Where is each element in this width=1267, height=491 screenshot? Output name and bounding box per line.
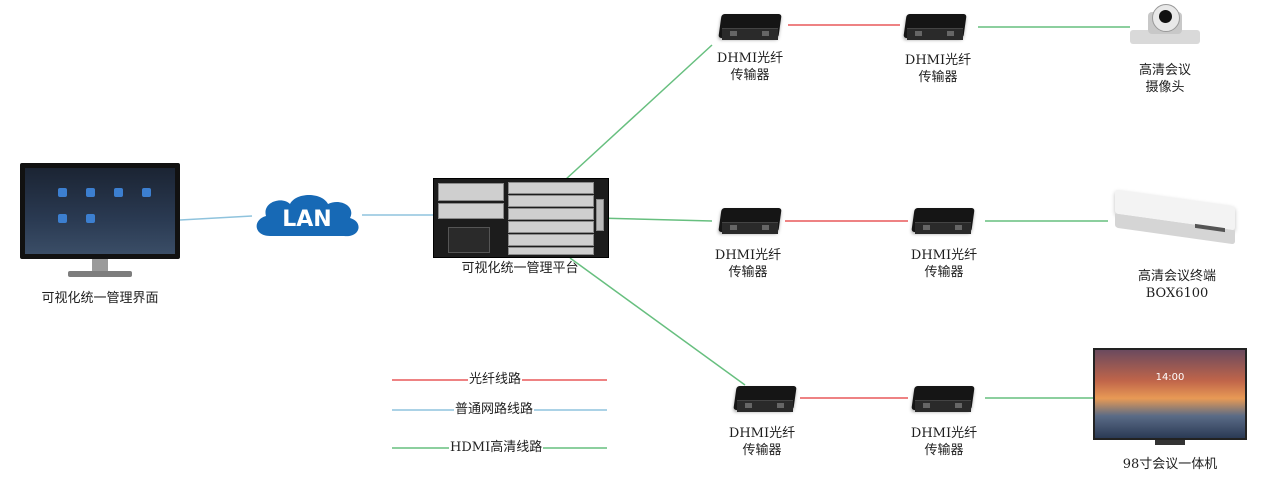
hdmi-line-platform-tx5	[569, 257, 746, 386]
transmitter-icon	[716, 202, 784, 236]
transmitter-label-line2: 传输器	[924, 443, 964, 458]
camera-label-line1: 高清会议	[1138, 63, 1191, 78]
monitor-label: 可视化统一管理界面	[41, 291, 159, 306]
network-line-monitor-lan	[179, 215, 253, 221]
monitor-icon	[20, 163, 180, 279]
transmitter-label: DHMI光纤传输器	[714, 425, 810, 459]
lan-label: LAN	[282, 207, 332, 232]
transmitter-label-line2: 传输器	[728, 265, 768, 280]
transmitter-label-line2: 传输器	[924, 265, 964, 280]
transmitter-label: DHMI光纤传输器	[890, 52, 986, 86]
transmitter-label-line1: DHMI光纤	[728, 426, 796, 441]
interactive-display-icon: 14:00	[1093, 348, 1247, 446]
camera-label-line2: 摄像头	[1145, 80, 1185, 95]
terminal-label-line2: BOX6100	[1145, 286, 1209, 301]
legend-network-label: 普通网路线路	[454, 402, 535, 418]
transmitter-label-line2: 传输器	[918, 70, 958, 85]
chassis-icon	[433, 178, 609, 258]
transmitter-label-line1: DHMI光纤	[910, 248, 978, 263]
transmitter-label-line1: DHMI光纤	[910, 426, 978, 441]
ptz-camera-icon	[1130, 4, 1202, 48]
transmitter-icon	[909, 380, 977, 414]
transmitter-label-line2: 传输器	[730, 68, 770, 83]
terminal-label: 高清会议终端 BOX6100	[1112, 268, 1242, 302]
transmitter-label: DHMI光纤传输器	[896, 425, 992, 459]
hdmi-line-platform-tx1	[564, 44, 713, 181]
transmitter-label: DHMI光纤传输器	[702, 50, 798, 84]
video-terminal-icon	[1115, 189, 1239, 248]
transmitter-icon	[901, 8, 969, 42]
transmitter-icon	[716, 8, 784, 42]
legend-fiber-label: 光纤线路	[468, 372, 523, 388]
transmitter-label-line1: DHMI光纤	[904, 53, 972, 68]
bigscreen-label: 98寸会议一体机	[1122, 457, 1218, 472]
transmitter-label-line2: 传输器	[742, 443, 782, 458]
transmitter-icon	[731, 380, 799, 414]
legend-hdmi-label: HDMI高清线路	[449, 440, 544, 456]
terminal-label-line1: 高清会议终端	[1137, 269, 1216, 284]
transmitter-label: DHMI光纤传输器	[896, 247, 992, 281]
display-clock-text: 14:00	[1155, 372, 1185, 383]
hdmi-line-platform-tx3	[595, 217, 713, 222]
transmitter-label-line1: DHMI光纤	[716, 51, 784, 66]
transmitter-icon	[909, 202, 977, 236]
lan-cloud-icon: LAN	[250, 190, 364, 244]
camera-label: 高清会议 摄像头	[1115, 62, 1215, 96]
transmitter-label-line1: DHMI光纤	[714, 248, 782, 263]
transmitter-label: DHMI光纤传输器	[700, 247, 796, 281]
platform-label: 可视化统一管理平台	[461, 261, 579, 276]
